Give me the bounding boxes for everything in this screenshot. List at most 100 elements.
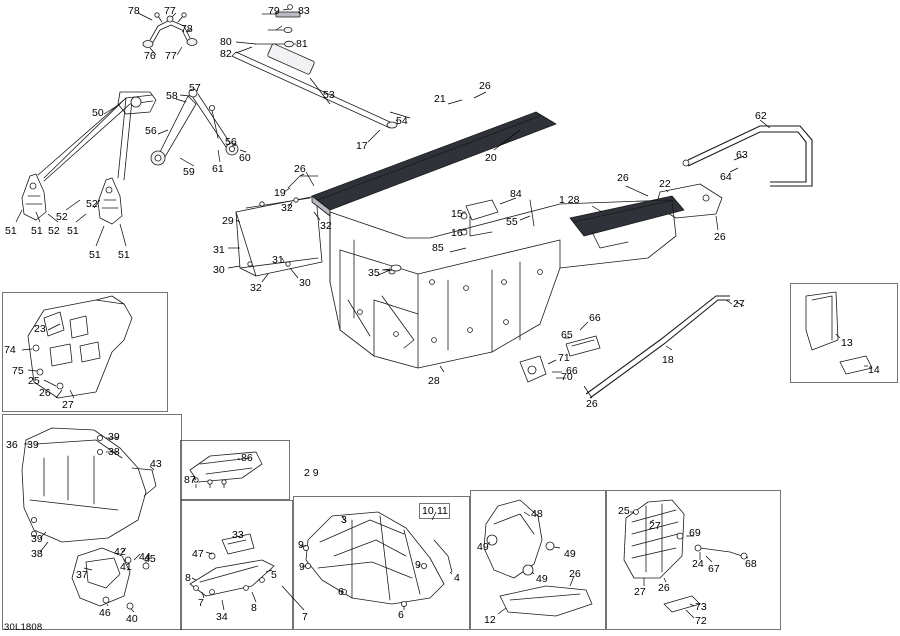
part-18-rod <box>585 295 733 399</box>
callout-15: 15 <box>451 208 463 220</box>
part-35-clip <box>381 264 402 272</box>
callout-68: 68 <box>745 558 757 570</box>
callout-7a: 7 <box>198 597 204 609</box>
callout-27d: 27 <box>634 586 646 598</box>
callout-14: 14 <box>868 364 880 376</box>
callout-17: 17 <box>356 140 368 152</box>
callout-72: 72 <box>695 615 707 627</box>
callout-57: 57 <box>189 82 201 94</box>
callout-33: 33 <box>232 529 244 541</box>
callout-64: 64 <box>720 171 732 183</box>
callout-26c: 26 <box>617 172 629 184</box>
part-cluster-76-78 <box>137 12 198 56</box>
callout-2-9: 2 9 <box>304 467 319 479</box>
callout-47: 47 <box>192 548 204 560</box>
callout-74: 74 <box>4 344 16 356</box>
part-84-55 <box>460 197 535 237</box>
callout-78a: 78 <box>128 5 140 17</box>
misc-leaders <box>305 171 745 307</box>
callout-56b: 56 <box>225 136 237 148</box>
part-62-loop <box>682 119 813 187</box>
callout-59: 59 <box>183 166 195 178</box>
callout-16: 16 <box>451 227 463 239</box>
callout-49a: 49 <box>477 541 489 553</box>
callout-32a: 32 <box>281 202 293 214</box>
callout-51b: 51 <box>31 225 43 237</box>
part-20-rail <box>311 91 557 217</box>
callout-26h: 26 <box>658 582 670 594</box>
callout-50: 50 <box>92 107 104 119</box>
callout-58: 58 <box>166 90 178 102</box>
callout-10: 10 <box>422 505 434 517</box>
panel-36-art <box>21 427 157 613</box>
callout-31a: 31 <box>213 244 225 256</box>
callout-4: 4 <box>454 572 460 584</box>
panel-13-art <box>805 291 873 375</box>
callout-49b: 49 <box>564 548 576 560</box>
callout-9b: 9 <box>299 561 305 573</box>
callout-26d: 26 <box>714 231 726 243</box>
callout-9a: 9 <box>298 539 304 551</box>
callout-42: 42 <box>114 546 126 558</box>
callout-39c: 39 <box>31 533 43 545</box>
callout-30a: 30 <box>213 264 225 276</box>
callout-39b: 39 <box>108 431 120 443</box>
callout-71: 71 <box>558 352 570 364</box>
callout-13: 13 <box>841 337 853 349</box>
callout-32b: 32 <box>320 220 332 232</box>
part-28-rail <box>569 195 685 237</box>
part-65-71 <box>519 321 601 399</box>
callout-48: 48 <box>531 508 543 520</box>
callout-31b: 31 <box>272 254 284 266</box>
callout-51d: 51 <box>89 249 101 261</box>
callout-83: 83 <box>298 5 310 17</box>
callout-81: 81 <box>296 38 308 50</box>
callout-56a: 56 <box>145 125 157 137</box>
callout-26b: 26 <box>294 163 306 175</box>
callout-65: 65 <box>561 329 573 341</box>
callout-55: 55 <box>506 216 518 228</box>
callout-26f: 26 <box>39 387 51 399</box>
callout-62: 62 <box>755 110 767 122</box>
callout-22: 22 <box>659 178 671 190</box>
callout-26a: 26 <box>479 80 491 92</box>
callout-77a: 77 <box>164 5 176 17</box>
callout-75: 75 <box>12 365 24 377</box>
callout-32c: 32 <box>250 282 262 294</box>
callout-8a: 8 <box>185 572 191 584</box>
callout-53: 53 <box>323 89 335 101</box>
callout-54: 54 <box>396 115 408 127</box>
callout-23: 23 <box>34 323 46 335</box>
callout-7b: 7 <box>302 611 308 623</box>
callout-76: 76 <box>144 50 156 62</box>
sheet-code: 30L1808 <box>4 622 43 633</box>
callout-66a: 66 <box>589 312 601 324</box>
callout-11: 11 <box>437 505 448 517</box>
callout-70: 70 <box>561 371 573 383</box>
callout-30b: 30 <box>299 277 311 289</box>
callout-51e: 51 <box>118 249 130 261</box>
callout-25b: 25 <box>618 505 630 517</box>
callout-80: 80 <box>220 36 232 48</box>
callout-51c: 51 <box>67 225 79 237</box>
callout-61: 61 <box>212 163 224 175</box>
callout-85: 85 <box>432 242 444 254</box>
part-53-rod <box>231 43 399 143</box>
callout-86: 86 <box>241 452 253 464</box>
callout-51a: 51 <box>5 225 17 237</box>
callout-28b: 28 <box>428 375 440 387</box>
callout-37: 37 <box>76 569 88 581</box>
callout-20: 20 <box>485 152 497 164</box>
callout-36: 36 <box>6 439 18 451</box>
panel-25-art <box>623 499 749 619</box>
callout-77b: 77 <box>165 50 177 62</box>
callout-3: 3 <box>341 514 347 526</box>
callout-78b: 78 <box>181 23 193 35</box>
panel-3-art <box>300 511 453 610</box>
panel-23-art <box>21 295 133 399</box>
callout-84: 84 <box>510 188 522 200</box>
callout-25a: 25 <box>28 375 40 387</box>
callout-29: 29 <box>222 215 234 227</box>
callout-44: 44 <box>139 551 151 563</box>
